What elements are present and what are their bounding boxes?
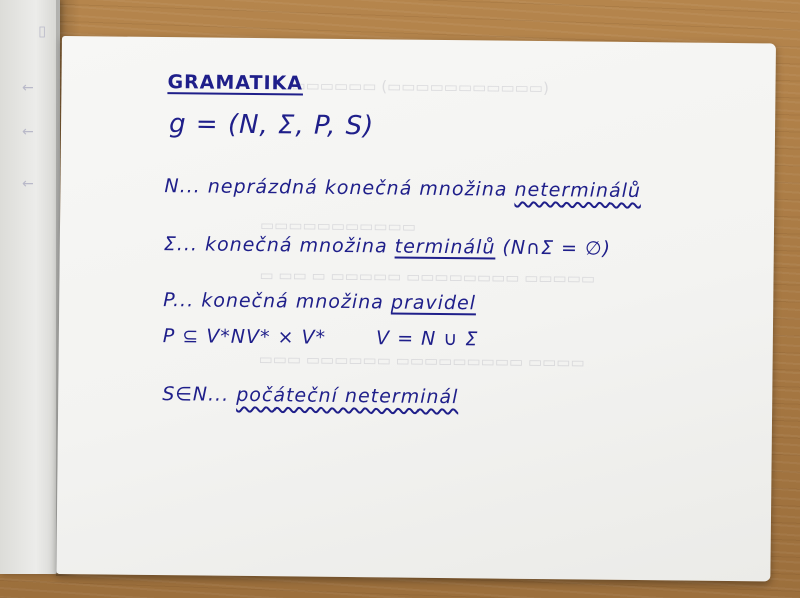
left-page-mark: ▭ bbox=[34, 25, 51, 39]
sigma-line-term: terminálů bbox=[394, 235, 496, 259]
n-line-text: neprázdná konečná množina bbox=[207, 175, 508, 201]
n-line-sep: ... bbox=[179, 175, 201, 198]
p-line: P... konečná množina pravidel bbox=[163, 289, 476, 314]
show-through-text: ▭▭▭▭▭▭▭▭▭▭▭ bbox=[259, 216, 417, 236]
left-page-mark: ← bbox=[22, 176, 34, 192]
show-through-text: ▭▭▭▭▭▭ (▭▭▭▭▭▭▭▭▭▭▭) bbox=[291, 76, 549, 98]
sigma-line-extra: (N∩Σ = ∅) bbox=[502, 236, 612, 260]
s-line-sep: ... bbox=[207, 383, 230, 406]
formula-right: V = N ∪ Σ bbox=[376, 327, 479, 351]
sigma-line: Σ... konečná množina terminálů (N∩Σ = ∅) bbox=[164, 233, 611, 260]
p-line-sep: ... bbox=[172, 289, 195, 312]
left-page-mark: ← bbox=[22, 124, 34, 140]
sigma-line-sep: ... bbox=[176, 233, 199, 256]
s-line-term: počáteční neterminál bbox=[236, 383, 459, 409]
grammar-definition: g = (N, Σ, P, S) bbox=[168, 109, 375, 142]
s-line: S∈N... počáteční neterminál bbox=[162, 383, 458, 408]
p-line-term: pravidel bbox=[390, 291, 477, 315]
sigma-line-text: konečná množina bbox=[204, 233, 388, 258]
left-page-mark: ← bbox=[22, 80, 34, 96]
show-through-text: ▭ ▭▭ ▭ ▭▭▭▭▭ ▭▭▭▭▭▭▭▭ ▭▭▭▭▭ bbox=[259, 266, 596, 288]
n-line-label: N bbox=[164, 175, 180, 198]
handwritten-page: ▭▭▭▭▭▭ (▭▭▭▭▭▭▭▭▭▭▭) ▭▭▭▭▭▭▭▭▭▭▭ ▭ ▭▭ ▭ … bbox=[56, 36, 776, 582]
formula-left: P ⊆ V*NV* × V* bbox=[162, 325, 327, 349]
s-line-label: S∈N bbox=[162, 383, 209, 406]
n-line-term: neterminálů bbox=[514, 178, 642, 203]
formula-line: P ⊆ V*NV* × V* V = N ∪ Σ bbox=[163, 325, 479, 350]
sigma-line-label: Σ bbox=[163, 233, 177, 256]
n-line: N... neprázdná konečná množina neterminá… bbox=[164, 175, 641, 202]
notes-title: GRAMATIKA bbox=[167, 71, 304, 95]
p-line-text: konečná množina bbox=[201, 289, 385, 314]
p-line-label: P bbox=[163, 289, 174, 312]
show-through-text: ▭▭▭ ▭▭▭▭▭▭ ▭▭▭▭▭▭▭▭▭ ▭▭▭▭ bbox=[258, 350, 585, 372]
left-page: ▭ ← ← ← bbox=[0, 0, 60, 574]
